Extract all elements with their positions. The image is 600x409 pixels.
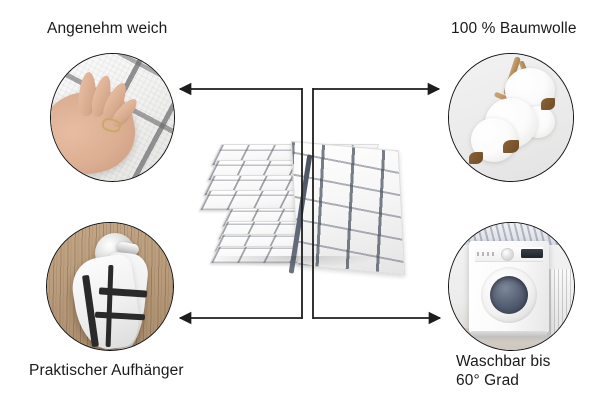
hand-on-towel-photo bbox=[51, 54, 174, 181]
washer-drum-shape bbox=[490, 276, 528, 314]
washer-knob-shape bbox=[501, 248, 514, 261]
cotton-husk-shape bbox=[469, 152, 483, 164]
feature-image-hanger bbox=[46, 222, 174, 351]
feature-label-hanger: Praktischer Aufhänger bbox=[29, 362, 184, 379]
feature-label-cotton: 100 % Baumwolle bbox=[451, 20, 577, 37]
stacked-towels-photo bbox=[182, 140, 407, 285]
washer-display-shape bbox=[521, 249, 543, 258]
laundry-pile-shape bbox=[457, 223, 563, 245]
feature-label-washable: Waschbar bis 60° Grad bbox=[456, 353, 551, 389]
cotton-husk-shape bbox=[541, 98, 555, 110]
towel-on-wall-hook-photo bbox=[47, 223, 173, 350]
cotton-husk-shape bbox=[503, 140, 519, 153]
feature-image-washable bbox=[448, 222, 575, 351]
laundry-basket-shape bbox=[549, 269, 572, 335]
cotton-bolls-photo bbox=[449, 54, 573, 181]
feature-image-cotton bbox=[448, 53, 574, 182]
stack-shadow bbox=[210, 256, 378, 268]
washer-buttons-shape bbox=[477, 252, 497, 256]
feature-label-soft: Angenehm weich bbox=[47, 20, 168, 37]
washing-machine-photo bbox=[449, 223, 574, 350]
feature-image-soft bbox=[50, 53, 175, 182]
washer-base-shape bbox=[471, 331, 547, 337]
